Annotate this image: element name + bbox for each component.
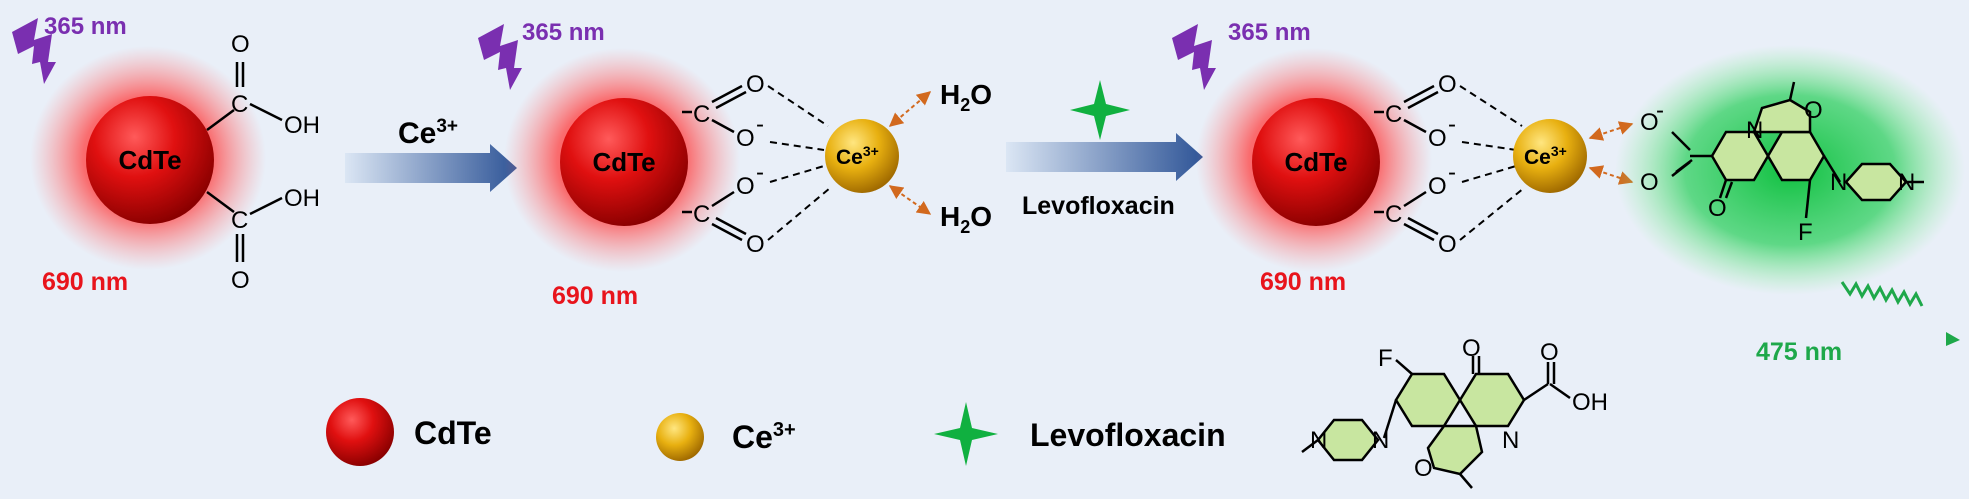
cdte-label: CdTe — [592, 147, 655, 177]
charge-minus: - — [756, 159, 764, 186]
atom-n: N — [1746, 117, 1763, 144]
atom-n: N — [1898, 169, 1915, 196]
legend: CdTe Ce3+ Levofloxacin — [326, 335, 1608, 489]
panel-cdte-ce: 365 nm CdTe C O O - C O O - Ce3+ — [478, 19, 992, 310]
atom-c: C — [693, 101, 710, 128]
lightning-icon — [478, 24, 522, 90]
legend-levofloxacin-star-icon — [934, 402, 998, 466]
ce-sphere — [825, 119, 899, 193]
ce-arrow-label: Ce3+ — [398, 116, 458, 150]
legend-ce-sphere — [656, 413, 704, 461]
atom-o: O — [1640, 169, 1659, 196]
charge-minus: - — [756, 111, 764, 138]
emission-label: 690 nm — [1260, 268, 1346, 296]
coordination-arrow — [888, 91, 932, 127]
atom-o-minus: O — [1428, 173, 1447, 200]
atom-oh: OH — [284, 185, 320, 212]
ce-label: Ce3+ — [836, 143, 879, 169]
ce-sphere — [1513, 119, 1587, 193]
atom-o: O — [1708, 195, 1727, 222]
green-emission-wave-icon — [1840, 280, 1924, 308]
legend-ce-label: Ce3+ — [732, 419, 796, 455]
lightning-icon — [12, 18, 56, 84]
atom-o: O — [1438, 231, 1457, 258]
charge-minus: - — [1656, 97, 1664, 124]
atom-f: F — [1798, 219, 1813, 246]
legend-levofloxacin-label: Levofloxacin — [1030, 417, 1226, 453]
atom-c: C — [231, 91, 248, 118]
ce-label: Ce3+ — [1524, 143, 1567, 169]
atom-o: O — [1414, 455, 1433, 482]
atom-f: F — [1378, 345, 1393, 372]
atom-o-minus: O — [736, 125, 755, 152]
atom-o: O — [746, 71, 765, 98]
atom-c: C — [1385, 201, 1402, 228]
atom-o: O — [746, 231, 765, 258]
bound-levofloxacin-structure — [1671, 81, 1924, 219]
coordination-arrow — [1588, 121, 1634, 141]
atom-o-minus: O — [1640, 109, 1659, 136]
atom-o: O — [1804, 97, 1823, 124]
legend-levofloxacin-structure — [1301, 356, 1571, 489]
arrow-add-ce: Ce3+ — [345, 116, 517, 192]
cdte-label: CdTe — [1284, 147, 1347, 177]
atom-c: C — [231, 207, 248, 234]
charge-minus: - — [1448, 111, 1456, 138]
water-label: H2O — [940, 79, 992, 115]
atom-n: N — [1372, 427, 1389, 454]
water-label: H2O — [940, 201, 992, 237]
atom-o: O — [1438, 71, 1457, 98]
atom-c: C — [693, 201, 710, 228]
lightning-icon — [1172, 24, 1216, 90]
atom-o: O — [1462, 335, 1481, 362]
atom-o-minus: O — [736, 173, 755, 200]
panel-cdte-cooh: 365 nm CdTe C O OH C O OH 690 nm — [12, 13, 320, 296]
excitation-label: 365 nm — [44, 13, 127, 40]
arrow-add-levofloxacin: Levofloxacin — [1006, 80, 1203, 220]
emission-label: 690 nm — [552, 282, 638, 310]
atom-oh: OH — [284, 112, 320, 139]
legend-cdte-label: CdTe — [414, 415, 492, 451]
atom-n: N — [1310, 427, 1327, 454]
atom-n: N — [1830, 169, 1847, 196]
atom-oh: OH — [1572, 389, 1608, 416]
panel-cdte-ce-levofloxacin: 365 nm CdTe C O O - C O O - Ce3+ — [1172, 19, 1965, 366]
green-emission-label: 475 nm — [1756, 338, 1842, 366]
emission-label: 690 nm — [42, 268, 128, 296]
excitation-label: 365 nm — [1228, 19, 1311, 46]
charge-minus: - — [1448, 159, 1456, 186]
atom-o-minus: O — [1428, 125, 1447, 152]
levofloxacin-star-icon — [1070, 80, 1130, 140]
reaction-arrow — [1006, 133, 1203, 181]
cdte-sphere — [1252, 98, 1380, 226]
atom-o: O — [231, 267, 250, 294]
green-emission-arrowhead — [1946, 332, 1960, 346]
atom-o: O — [1540, 339, 1559, 366]
excitation-label: 365 nm — [522, 19, 605, 46]
atom-o: O — [231, 31, 250, 58]
atom-n: N — [1502, 427, 1519, 454]
coordination-arrow — [888, 185, 932, 215]
cdte-sphere — [560, 98, 688, 226]
atom-c: C — [1385, 101, 1402, 128]
cdte-label: CdTe — [118, 145, 181, 175]
legend-cdte-sphere — [326, 398, 394, 466]
cdte-sphere — [86, 96, 214, 224]
levofloxacin-arrow-label: Levofloxacin — [1022, 192, 1175, 220]
reaction-arrow — [345, 144, 517, 192]
